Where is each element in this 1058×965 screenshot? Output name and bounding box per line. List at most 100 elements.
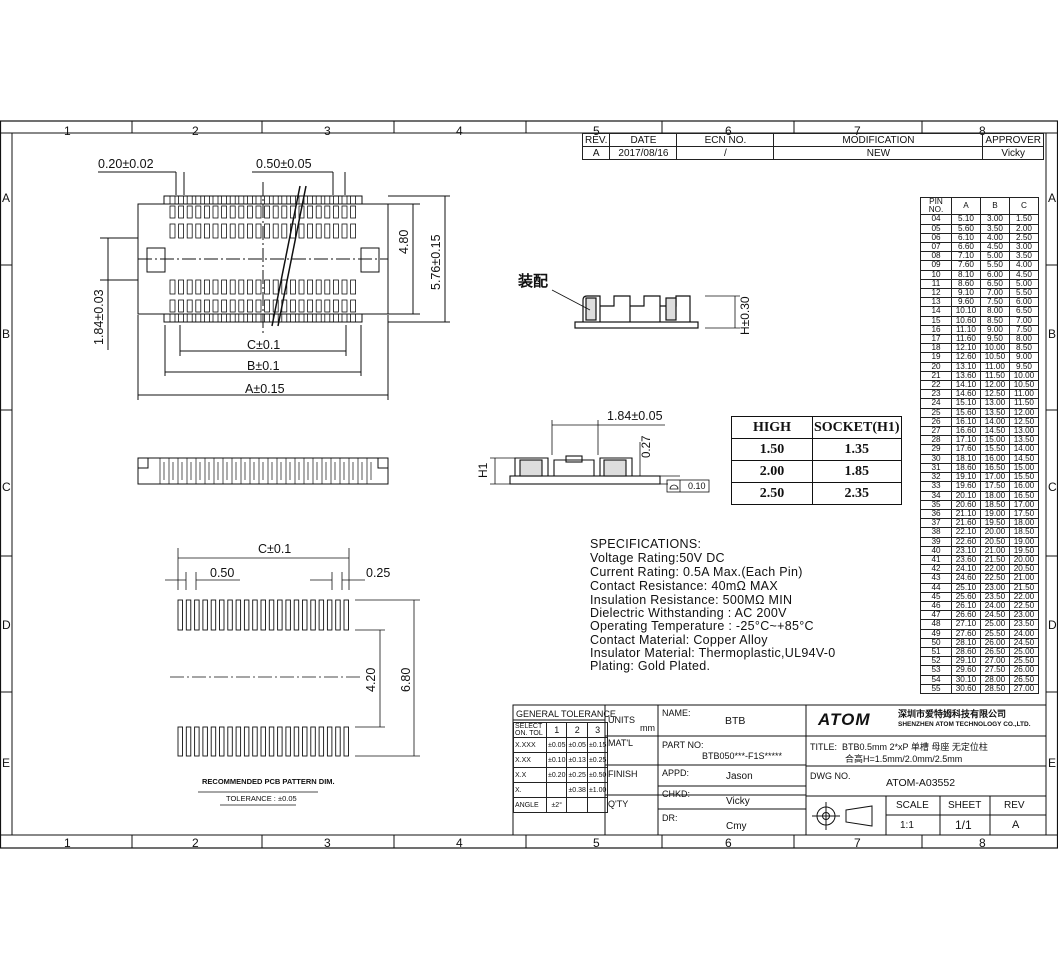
table-cell: 13.10 bbox=[951, 361, 981, 372]
flatness-value: 0.10 bbox=[688, 481, 706, 491]
table-cell: 09 bbox=[920, 260, 952, 271]
a-header: A bbox=[951, 196, 981, 216]
table-cell: X.XXX bbox=[513, 737, 547, 753]
scale-value: 1:1 bbox=[900, 820, 914, 831]
table-cell: ±0.05 bbox=[545, 737, 568, 753]
table-cell: 18.00 bbox=[980, 490, 1010, 501]
modification-value: NEW bbox=[773, 146, 984, 160]
table-cell: 25.10 bbox=[951, 582, 981, 593]
table-cell: 30.60 bbox=[951, 683, 981, 694]
table-cell: 10 bbox=[920, 269, 952, 280]
zone-column-label: 4 bbox=[456, 836, 463, 850]
table-cell: 30.10 bbox=[951, 674, 981, 685]
table-cell: 7.60 bbox=[951, 260, 981, 271]
table-cell: 15.10 bbox=[951, 398, 981, 409]
zone-column-label: 1 bbox=[64, 124, 71, 138]
table-cell: 2.00 bbox=[1009, 223, 1039, 234]
revision-table: REV. DATE ECN NO. MODIFICATION APPROVER … bbox=[581, 133, 1044, 160]
table-cell bbox=[566, 797, 588, 813]
table-cell: 10.50 bbox=[980, 352, 1010, 363]
table-cell: 05 bbox=[920, 223, 952, 234]
table-cell: ±0.13 bbox=[566, 752, 588, 768]
table-cell: 25 bbox=[920, 407, 952, 418]
pin-no-header: PIN NO. bbox=[920, 196, 952, 216]
table-cell: 12.00 bbox=[1009, 407, 1039, 418]
dim-h1: H1 bbox=[476, 462, 490, 478]
dim-height-576: 5.76±0.15 bbox=[429, 234, 443, 290]
col-1: 1 bbox=[545, 722, 568, 738]
table-cell bbox=[545, 782, 568, 798]
table-cell: 14.00 bbox=[1009, 444, 1039, 455]
table-cell bbox=[586, 797, 609, 813]
table-row: X.XX±0.10±0.13±0.25 bbox=[513, 752, 609, 768]
zone-column-label: 5 bbox=[593, 836, 600, 850]
pcb-dim-c: C±0.1 bbox=[258, 542, 292, 556]
spec-line: Insulator Material: Thermoplastic,UL94V-… bbox=[590, 646, 836, 660]
dwg-no-label: DWG NO. bbox=[810, 771, 851, 781]
zone-row-label: E bbox=[2, 756, 11, 770]
table-cell: 20.00 bbox=[980, 527, 1010, 538]
table-cell: 5.60 bbox=[951, 223, 981, 234]
table-cell: 27.60 bbox=[951, 628, 981, 639]
modification-header: MODIFICATION bbox=[773, 133, 984, 147]
rev-value: A bbox=[1012, 819, 1020, 831]
table-cell: 15.50 bbox=[980, 444, 1010, 455]
table-cell: 1.50 bbox=[1009, 214, 1039, 225]
dim-027: 0.27 bbox=[641, 435, 653, 458]
table-cell: 29 bbox=[920, 444, 952, 455]
table-cell: 20.10 bbox=[951, 490, 981, 501]
table-cell: 16.00 bbox=[1009, 481, 1039, 492]
spec-line: Dielectric Withstanding : AC 200V bbox=[590, 606, 787, 620]
date-value: 2017/08/16 bbox=[609, 146, 678, 160]
table-cell: 9.50 bbox=[1009, 361, 1039, 372]
title-label: TITLE: bbox=[810, 742, 838, 752]
dim-b: B±0.1 bbox=[247, 359, 280, 373]
high-header: HIGH bbox=[731, 416, 813, 439]
pcb-tolerance: TOLERANCE : ±0.05 bbox=[226, 794, 297, 803]
units-mm: mm bbox=[640, 723, 655, 733]
table-cell: 1.50 bbox=[731, 438, 813, 461]
table-cell: 24.00 bbox=[1009, 628, 1039, 639]
spec-line: Contact Resistance: 40mΩ MAX bbox=[590, 579, 778, 593]
zone-row-label: B bbox=[1048, 327, 1057, 341]
name-value: BTB bbox=[725, 715, 746, 727]
table-cell: 34 bbox=[920, 490, 952, 501]
approver-value: Vicky bbox=[982, 146, 1044, 160]
table-row: ANGLE±2° bbox=[513, 797, 609, 813]
zone-column-label: 4 bbox=[456, 124, 463, 138]
table-cell: 13.50 bbox=[980, 407, 1010, 418]
table-cell: 8.10 bbox=[951, 269, 981, 280]
sheet-value: 1/1 bbox=[955, 818, 972, 832]
dim-a: A±0.15 bbox=[245, 382, 285, 396]
spec-line: Plating: Gold Plated. bbox=[590, 659, 711, 673]
dr-value: Cmy bbox=[726, 821, 747, 832]
rev-value: A bbox=[581, 146, 611, 160]
finish-label: FINISH bbox=[608, 769, 638, 779]
table-cell: ±2° bbox=[545, 797, 568, 813]
company-name-en: SHENZHEN ATOM TECHNOLOGY CO.,LTD. bbox=[898, 721, 1031, 728]
table-cell: 28.50 bbox=[980, 683, 1010, 694]
zone-row-label: D bbox=[2, 618, 11, 632]
dim-pitch-width: 0.20±0.02 bbox=[98, 157, 154, 171]
table-cell: 39 bbox=[920, 536, 952, 547]
table-cell: X.X bbox=[513, 767, 547, 783]
table-cell: 8.50 bbox=[980, 315, 1010, 326]
chkd-value: Vicky bbox=[726, 796, 750, 807]
table-cell: 22.10 bbox=[951, 527, 981, 538]
zone-column-label: 2 bbox=[192, 124, 199, 138]
table-cell: 23.00 bbox=[980, 582, 1010, 593]
